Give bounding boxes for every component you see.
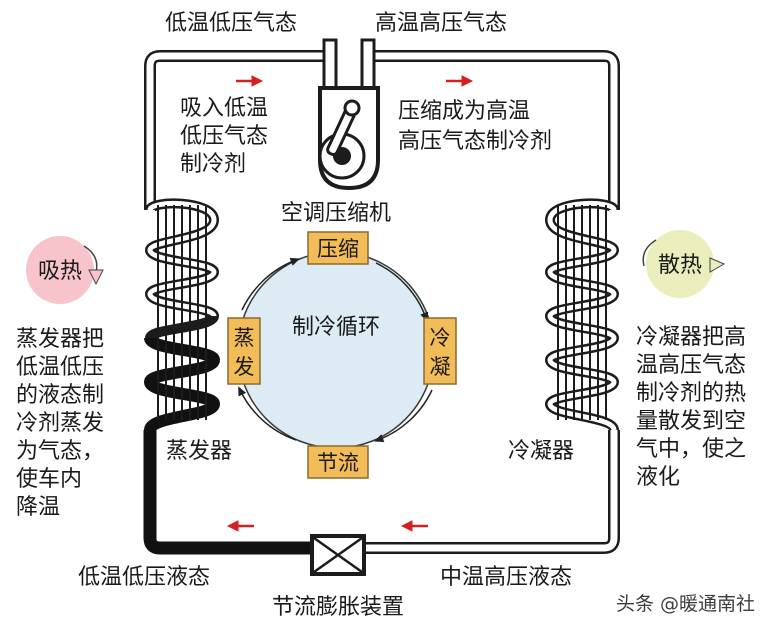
bottom-right-state-label: 中温高压液态 xyxy=(440,565,572,590)
suction-note-line-3: 制冷剂 xyxy=(180,152,246,177)
evaporator-coil xyxy=(143,198,221,433)
cycle-box-throttle xyxy=(307,445,369,479)
flow-arrow-bottom-right-icon xyxy=(400,520,428,532)
watermark-label: 头条 @暖通南社 xyxy=(616,593,755,615)
top-left-state-label: 低温低压气态 xyxy=(165,11,297,36)
cycle-condense-label-2: 凝 xyxy=(430,355,451,379)
labels: 低温低压气态 高温高压气态 吸入低温 低压气态 制冷剂 压缩成为高温 高压气态制… xyxy=(16,11,755,620)
compress-note-line-1: 压缩成为高温 xyxy=(398,99,530,124)
suction-note-line-1: 吸入低温 xyxy=(180,96,268,121)
bottom-left-state-label: 低温低压液态 xyxy=(78,565,210,590)
flow-arrow-top-left-icon xyxy=(236,75,264,87)
cycle-box-compress xyxy=(307,231,369,265)
absorb-heat-bubble-icon xyxy=(26,236,104,304)
condenser-name-label: 冷凝器 xyxy=(508,439,574,464)
compressor-name-label: 空调压缩机 xyxy=(281,201,391,226)
cycle-box-condense xyxy=(423,317,457,385)
evap-desc-line-2: 低温低压 xyxy=(16,355,104,380)
release-heat-bubble-icon xyxy=(642,230,726,298)
flow-arrow-top-right-icon xyxy=(446,75,474,87)
refrigerant-loop xyxy=(143,50,620,555)
flow-arrows xyxy=(226,75,474,532)
condenser-coil xyxy=(544,198,620,433)
cond-desc-line-4: 量散发到空 xyxy=(636,409,746,434)
cycle-center-label: 制冷循环 xyxy=(292,315,380,340)
cycle-compress-label: 压缩 xyxy=(317,237,359,261)
cond-desc-line-2: 温高压气态 xyxy=(636,353,746,378)
cond-desc-line-1: 冷凝器把高 xyxy=(636,325,746,350)
cycle-evaporate-label-2: 发 xyxy=(234,355,255,379)
suction-note-line-2: 低压气态 xyxy=(180,124,268,149)
flow-arrow-bottom-left-icon xyxy=(226,520,254,532)
cycle-evaporate-label-1: 蒸 xyxy=(234,326,255,350)
cycle-box-evaporate xyxy=(227,317,261,385)
evap-desc-line-3: 的液态制 xyxy=(16,383,104,408)
evaporator-name-label: 蒸发器 xyxy=(166,439,232,464)
evap-desc-line-7: 降温 xyxy=(16,495,60,520)
cycle-circle xyxy=(237,251,435,449)
cond-desc-line-6: 液化 xyxy=(636,465,680,490)
cycle-condense-label-1: 冷 xyxy=(430,326,451,350)
cond-desc-line-3: 制冷剂的热 xyxy=(636,381,746,406)
compressor-icon xyxy=(318,38,380,191)
release-heat-label: 散热 xyxy=(658,253,702,278)
top-right-state-label: 高温高压气态 xyxy=(375,11,507,36)
evap-desc-line-1: 蒸发器把 xyxy=(16,327,104,352)
expansion-valve-icon xyxy=(310,534,366,576)
evap-desc-line-6: 使车内 xyxy=(16,467,82,492)
compress-note-line-2: 高压气态制冷剂 xyxy=(398,129,552,154)
throttle-name-label: 节流膨胀装置 xyxy=(272,595,404,620)
cond-desc-line-5: 气中，使之 xyxy=(636,437,746,462)
evap-desc-line-5: 为气态， xyxy=(16,439,104,464)
absorb-heat-label: 吸热 xyxy=(38,259,82,284)
evap-desc-line-4: 冷剂蒸发 xyxy=(16,411,104,436)
cycle-throttle-label: 节流 xyxy=(317,451,359,475)
